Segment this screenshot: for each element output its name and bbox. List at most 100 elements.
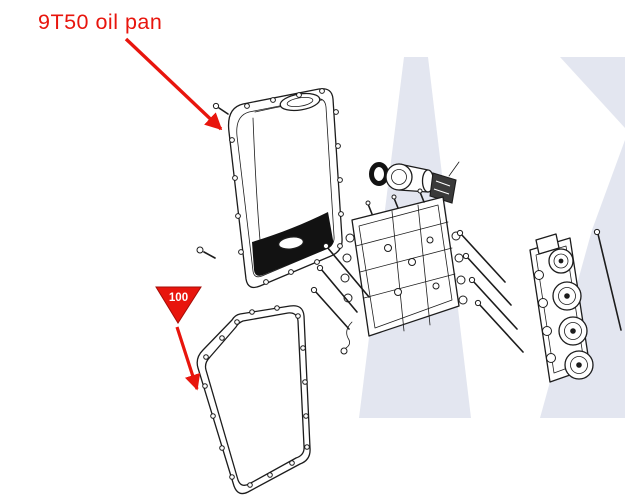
bolt-hole bbox=[244, 103, 250, 109]
bolt-hole bbox=[303, 413, 309, 419]
connector-bump bbox=[340, 273, 350, 283]
solenoid-can-center bbox=[576, 362, 582, 368]
long-bolt bbox=[597, 233, 622, 331]
oil-pan-callout: 9T50 oil pan bbox=[38, 10, 223, 131]
solenoid-bolts bbox=[456, 228, 622, 353]
o-ring-seal bbox=[369, 162, 389, 186]
bolt-hole bbox=[302, 379, 308, 385]
gasket-drawing bbox=[196, 305, 311, 495]
bolt bbox=[326, 246, 370, 298]
port bbox=[426, 236, 434, 244]
bolt-head bbox=[474, 299, 482, 307]
port bbox=[384, 244, 392, 252]
bolt bbox=[460, 233, 506, 283]
bolt bbox=[320, 268, 358, 313]
oil-pan-label: 9T50 oil pan bbox=[38, 10, 162, 34]
harness-clip bbox=[340, 347, 348, 355]
bolt-head bbox=[310, 286, 318, 294]
bolt-hole bbox=[247, 482, 253, 488]
bolt-hole bbox=[289, 460, 295, 466]
connector-bump bbox=[342, 253, 352, 263]
bolt-hole bbox=[338, 211, 344, 217]
watermark-triangle-top-right bbox=[560, 57, 625, 128]
screw-shaft bbox=[218, 107, 229, 115]
gasket-callout: 100 bbox=[155, 286, 202, 391]
bolt-hole bbox=[333, 109, 339, 115]
connector-bump bbox=[456, 275, 466, 285]
bolt-hole bbox=[210, 413, 216, 419]
bolt-hole bbox=[267, 472, 273, 478]
solenoid-can-inner bbox=[564, 322, 582, 340]
pan-screws bbox=[196, 102, 229, 259]
bolt-hole bbox=[288, 269, 294, 275]
bolt-hole bbox=[337, 243, 343, 249]
port bbox=[394, 288, 402, 296]
stud-head bbox=[417, 188, 423, 194]
wiring-harness bbox=[345, 321, 353, 349]
bolt bbox=[472, 280, 518, 330]
valve-body-left-connectors bbox=[340, 233, 355, 303]
connector-bump bbox=[458, 295, 468, 305]
bolt-hole bbox=[300, 345, 306, 351]
solenoid-can-center bbox=[564, 293, 570, 299]
bolt-hole bbox=[232, 175, 238, 181]
bolt-head bbox=[456, 229, 464, 237]
bolt-hole bbox=[263, 279, 269, 285]
port bbox=[542, 326, 552, 336]
valve-body-top-studs bbox=[365, 188, 425, 215]
solenoid-assembly-drawing bbox=[456, 228, 622, 383]
valve-body-main bbox=[351, 196, 460, 337]
bolt-hole bbox=[274, 305, 280, 311]
bolt-head bbox=[322, 242, 330, 250]
valve-body-drawing bbox=[310, 161, 468, 355]
oil-pan-bolt-holes bbox=[229, 88, 344, 285]
bolt-hole bbox=[249, 309, 255, 315]
solenoid-can-inner bbox=[558, 287, 576, 305]
cylinder-left-cap bbox=[385, 163, 413, 191]
bolt-hole bbox=[270, 97, 276, 103]
bolt-hole bbox=[319, 88, 325, 94]
solenoid-can-inner bbox=[570, 356, 588, 374]
port bbox=[432, 282, 440, 290]
bolt-hole bbox=[203, 354, 209, 360]
connector-lead bbox=[448, 161, 460, 177]
stud bbox=[367, 203, 373, 215]
port bbox=[408, 258, 416, 266]
gasket-inner-edge bbox=[204, 312, 305, 486]
cylinder-left-cap-inner bbox=[391, 169, 407, 185]
valve-body-bolts bbox=[310, 242, 370, 330]
bolt-hole bbox=[238, 249, 244, 255]
bolt-hole bbox=[229, 137, 235, 143]
bolt-hole bbox=[202, 383, 208, 389]
port bbox=[538, 298, 548, 308]
valve-body-right-connectors bbox=[451, 231, 468, 305]
oil-pan-leader-arrow-icon bbox=[124, 37, 223, 131]
bolt bbox=[478, 303, 524, 353]
bolt-head bbox=[462, 252, 470, 260]
oil-pan-drawing bbox=[196, 88, 344, 289]
screw-head bbox=[212, 102, 220, 110]
stud bbox=[419, 191, 425, 203]
bolt-hole bbox=[235, 213, 241, 219]
bolt-hole bbox=[314, 259, 320, 265]
gasket-bolt-holes bbox=[202, 305, 310, 488]
solenoid-top-connector bbox=[535, 233, 560, 255]
screw-head bbox=[196, 246, 204, 254]
bolt-head bbox=[593, 228, 601, 236]
connector-pin-line bbox=[433, 188, 450, 195]
stud-head bbox=[391, 194, 397, 200]
bolt-hole bbox=[304, 444, 310, 450]
gasket-leader-arrow-icon bbox=[175, 326, 201, 391]
bolt-hole bbox=[337, 177, 343, 183]
bolt-hole bbox=[296, 92, 302, 98]
bolt-hole bbox=[229, 474, 235, 480]
screw-shaft bbox=[203, 251, 216, 259]
bolt-head bbox=[468, 276, 476, 284]
bolt-hole bbox=[219, 445, 225, 451]
solenoid-cans bbox=[548, 248, 594, 380]
connector-pin-line bbox=[435, 180, 451, 187]
bolt bbox=[466, 256, 512, 306]
electrical-connector bbox=[429, 172, 457, 204]
